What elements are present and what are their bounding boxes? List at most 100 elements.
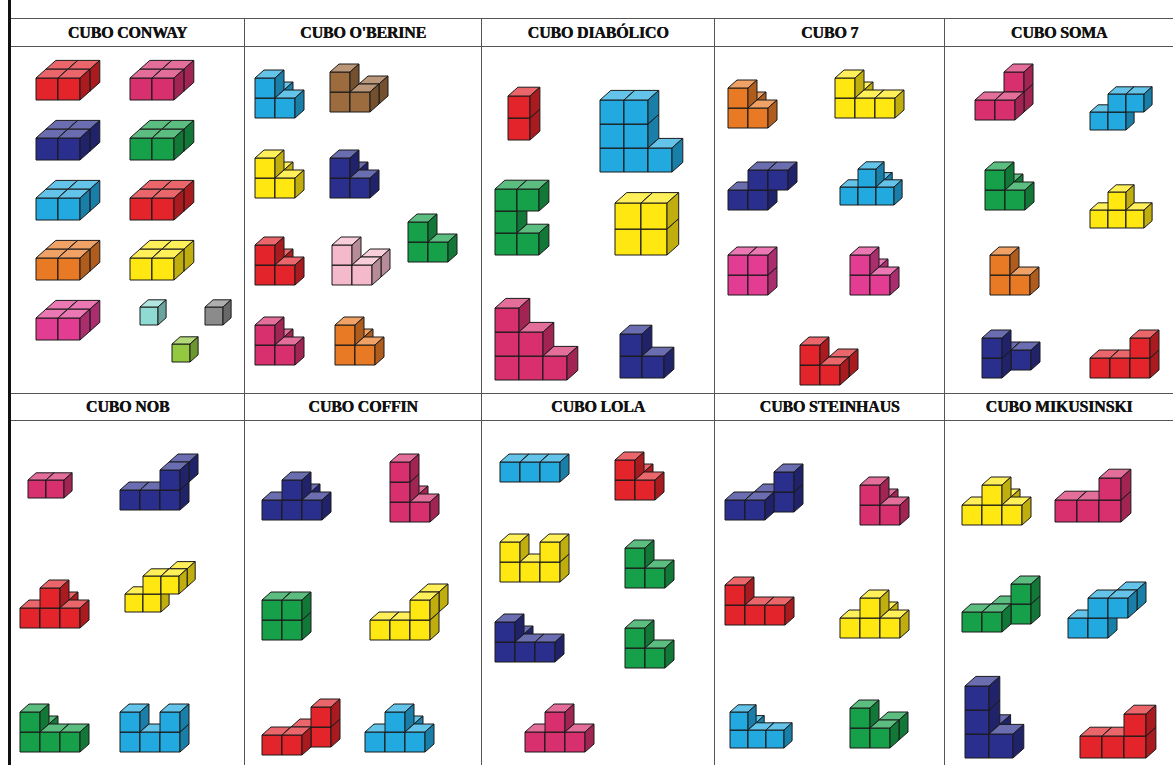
puzzle-panel: CUBO 7 (715, 18, 945, 393)
cube-face (858, 187, 876, 205)
cube-face (282, 620, 302, 640)
cube-face (80, 724, 89, 752)
cube-face (1002, 330, 1011, 358)
cube-face (1088, 598, 1108, 618)
cube-face (615, 460, 635, 480)
cube-face (1010, 275, 1030, 295)
cube-face (545, 732, 565, 752)
cube-face (332, 265, 352, 285)
cube-face (495, 356, 519, 380)
cube-face (495, 308, 519, 332)
cube-face (1110, 358, 1130, 378)
panel-title: CUBO 7 (801, 24, 858, 42)
cube-face (255, 178, 275, 198)
cube-face (600, 124, 624, 148)
cube-face (664, 347, 674, 378)
cube-face (840, 618, 860, 638)
cube-face (58, 78, 80, 100)
cube-face (768, 170, 788, 190)
cube-face (160, 490, 180, 510)
cube-face (174, 69, 184, 100)
cube-face (1022, 497, 1031, 525)
puzzle-panel: CUBO DIABÓLICO (482, 18, 715, 393)
cube-face (870, 275, 890, 295)
cube-face (1024, 64, 1033, 92)
cube-face (355, 345, 375, 365)
cube-face (525, 732, 545, 752)
cube-face (190, 337, 198, 362)
cube-face (80, 189, 90, 220)
cube-face (60, 732, 80, 752)
cube-face (600, 100, 624, 124)
cube-face (370, 170, 379, 198)
cube-face (255, 98, 275, 118)
cube-face (130, 258, 152, 280)
cube-face (615, 229, 641, 255)
panel-header: CUBO LOLA (482, 394, 714, 421)
cube-face (495, 211, 517, 233)
cube-face (850, 708, 870, 728)
cube-face (1015, 92, 1024, 120)
cube-face (890, 267, 899, 295)
cube-face (982, 338, 1002, 358)
cube-face (262, 620, 282, 640)
cube-face (1011, 584, 1031, 604)
cube-face (90, 60, 100, 91)
cube-face (585, 724, 594, 752)
cube-face (174, 129, 184, 160)
cube-face (1108, 112, 1126, 130)
cube-face (784, 723, 792, 748)
cube-face (665, 640, 674, 668)
cube-face (500, 562, 520, 582)
cube-face (180, 462, 189, 490)
cube-face (1126, 94, 1144, 112)
cube-face (302, 500, 322, 520)
cube-face (880, 505, 900, 525)
cube-face (390, 620, 410, 640)
cube-face (965, 710, 989, 734)
cube-face (624, 124, 648, 148)
cube-face (539, 180, 549, 211)
cube-face (641, 229, 667, 255)
cube-face (90, 120, 100, 151)
cube-face (990, 275, 1010, 295)
cube-face (766, 730, 784, 748)
panel-header: CUBO STEINHAUS (715, 394, 944, 421)
cube-face (620, 356, 642, 378)
cube-face (520, 562, 540, 582)
cube-face (311, 707, 331, 727)
cube-face (125, 594, 143, 612)
cube-face (820, 365, 840, 385)
cube-face (20, 732, 40, 752)
cube-face (648, 148, 672, 172)
cube-face (311, 727, 331, 747)
cube-face (58, 258, 80, 280)
cube-face (1150, 330, 1159, 358)
cube-face (352, 265, 372, 285)
cube-face (120, 712, 140, 732)
cube-face (625, 648, 645, 668)
cube-face (335, 325, 355, 345)
cube-face (275, 178, 295, 198)
cube-face (540, 562, 560, 582)
cube-face (555, 634, 564, 662)
cube-face (223, 300, 231, 325)
cube-face (80, 309, 90, 340)
cube-face (876, 187, 894, 205)
cube-face (900, 497, 909, 525)
cube-face (295, 257, 304, 285)
cube-face (535, 642, 555, 662)
cube-face (295, 90, 304, 118)
cube-face (850, 275, 870, 295)
cube-face (370, 620, 390, 640)
cube-face (768, 247, 777, 275)
cube-face (1144, 87, 1152, 112)
cube-face (500, 462, 520, 482)
cube-face (519, 356, 543, 380)
cube-face (1108, 192, 1126, 210)
cube-face (728, 190, 748, 210)
cube-face (495, 189, 517, 211)
cube-face (648, 90, 659, 124)
cube-face (120, 490, 140, 510)
